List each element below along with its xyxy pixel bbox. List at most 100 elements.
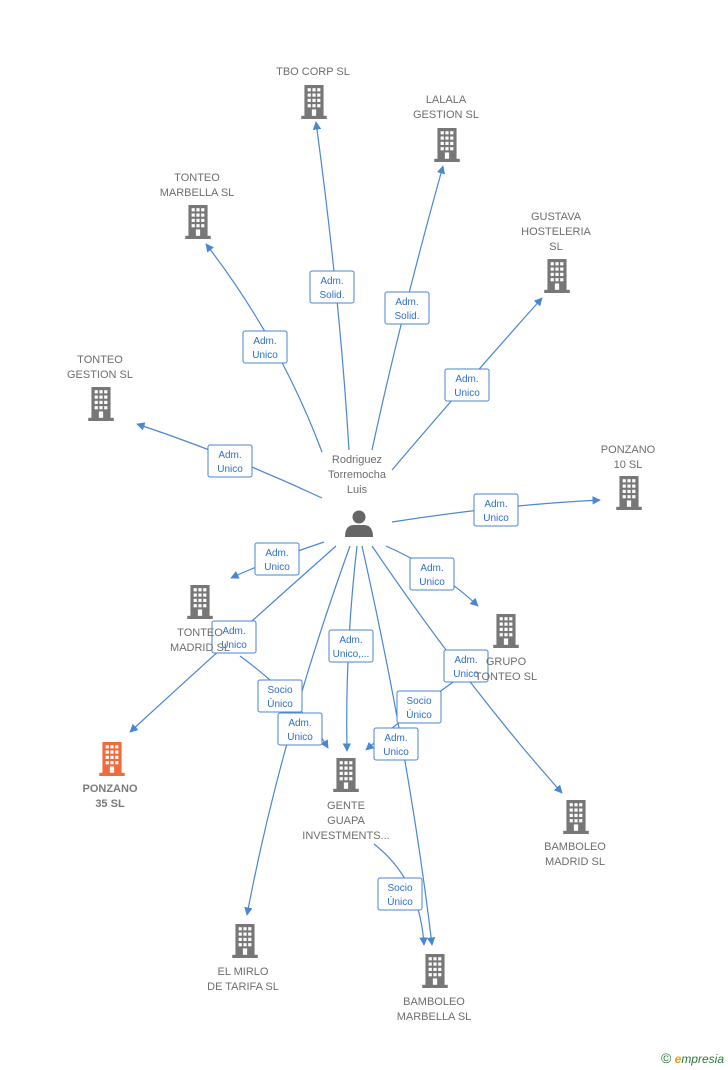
relation-badge[interactable]: Adm. Unico <box>254 542 300 576</box>
company-name-line: GENTE <box>327 800 365 812</box>
relation-badge-text: Unico <box>217 464 243 475</box>
relation-badge-text: Unico <box>287 732 313 743</box>
relation-badge-box <box>309 270 355 304</box>
relation-badge[interactable]: Adm. Unico <box>207 444 253 478</box>
relation-badge-text: Adm. <box>384 733 407 744</box>
company-name-line: BAMBOLEO <box>403 996 465 1008</box>
relation-badge-text: Adm. <box>395 297 418 308</box>
relation-badge[interactable]: Adm.Unico <box>277 712 323 746</box>
relation-badge-text: Adm. <box>320 276 343 287</box>
relation-badge-text: Unico,... <box>333 649 370 660</box>
relation-badge-box <box>207 444 253 478</box>
relation-badge[interactable]: Adm. Unico <box>409 557 455 591</box>
company-name-line: GUSTAVA <box>531 211 582 223</box>
relation-badge-box <box>373 727 419 761</box>
relation-badge-box <box>473 493 519 527</box>
relation-badge-box <box>384 291 430 325</box>
building-icon <box>434 128 460 162</box>
relation-badge[interactable]: Adm.Unico <box>473 493 519 527</box>
relation-badge-box <box>328 629 374 663</box>
person-name-line: Torremocha <box>328 469 387 481</box>
relation-badge-text: Unico <box>252 350 278 361</box>
relation-badge-box <box>242 330 288 364</box>
relation-badge[interactable]: Adm. Unico <box>373 727 419 761</box>
relation-badge-box <box>254 542 300 576</box>
company-name-line: PONZANO <box>601 444 656 456</box>
empresia-brand[interactable]: © empresia <box>661 1050 724 1066</box>
company-name-line: MADRID SL <box>545 856 605 868</box>
company-node-tbo[interactable]: TBO CORP SL <box>276 66 350 119</box>
relation-badge-box <box>444 368 490 402</box>
relation-badge-text: Unico <box>264 562 290 573</box>
relation-badge[interactable]: Adm.Unico <box>444 368 490 402</box>
relation-badge[interactable]: Adm.Unico,... <box>328 629 374 663</box>
company-name-line: HOSTELERIA <box>521 226 591 238</box>
company-name-line: 35 SL <box>95 798 125 810</box>
relation-badge-text: Adm. <box>484 499 507 510</box>
company-name-line: TONTEO SL <box>475 671 537 683</box>
relation-badge-box <box>443 649 489 683</box>
relation-badge-text: Adm. <box>253 336 276 347</box>
company-name-line: DE TARIFA SL <box>207 981 279 993</box>
relation-badge-text: Unico <box>383 747 409 758</box>
relation-badge-text: Único <box>387 895 413 908</box>
company-node-gente-guapa[interactable]: GENTEGUAPAINVESTMENTS... <box>302 758 390 842</box>
company-name-line: GUAPA <box>327 815 365 827</box>
company-node-ponzano10[interactable]: PONZANO 10 SL <box>601 444 656 510</box>
relation-badge-text: Único <box>406 708 432 721</box>
relation-badge-text: Solid. <box>319 290 344 301</box>
badges-layer: Adm.Solid.Adm.Solid.Adm.UnicoAdm.UnicoAd… <box>207 270 519 911</box>
relation-badge-text: Adm. <box>420 563 443 574</box>
brand-name: mpresia <box>681 1052 724 1066</box>
relation-badge[interactable]: Adm. Solid. <box>384 291 430 325</box>
building-icon <box>232 924 258 958</box>
brand-e-glyph: e <box>674 1052 682 1066</box>
relation-badge-text: Adm. <box>218 450 241 461</box>
relation-badge-text: Unico <box>454 388 480 399</box>
relation-badge[interactable]: Adm. Unico <box>242 330 288 364</box>
relation-badge[interactable]: Adm.Unico <box>443 649 489 683</box>
relation-badge-text: Unico <box>453 669 479 680</box>
relation-badge-text: Socio <box>267 685 292 696</box>
building-icon <box>99 742 125 776</box>
building-icon <box>185 205 211 239</box>
relation-badge-text: Unico <box>221 640 247 651</box>
company-name-line: TONTEO <box>77 354 123 366</box>
company-name-line: 10 SL <box>614 459 643 471</box>
relation-badge-text: Adm. <box>265 548 288 559</box>
relation-badge-text: Socio <box>387 883 412 894</box>
company-name-line: TBO CORP SL <box>276 66 350 78</box>
company-name-line: GESTION SL <box>67 369 133 381</box>
company-name-line: GESTION SL <box>413 109 479 121</box>
relation-badge-box <box>257 679 303 713</box>
building-icon <box>333 758 359 792</box>
relation-badge-text: Unico <box>419 577 445 588</box>
company-name-line: MARBELLA SL <box>160 187 235 199</box>
building-icon <box>544 259 570 293</box>
relation-badge-box <box>211 620 257 654</box>
company-node-gustava[interactable]: GUSTAVA HOSTELERIA SL <box>521 211 592 293</box>
company-name-line: SL <box>549 241 562 253</box>
copyright-icon: © <box>660 1050 672 1066</box>
relation-badge-text: Solid. <box>394 311 419 322</box>
building-icon <box>187 585 213 619</box>
building-icon <box>301 85 327 119</box>
relation-badge[interactable]: Adm. Solid. <box>309 270 355 304</box>
relation-badge-box <box>396 690 442 724</box>
company-node-tonteo-gestion[interactable]: TONTEO GESTION SL <box>67 354 133 421</box>
relation-badge[interactable]: Adm.Unico <box>211 620 257 654</box>
building-icon <box>563 800 589 834</box>
